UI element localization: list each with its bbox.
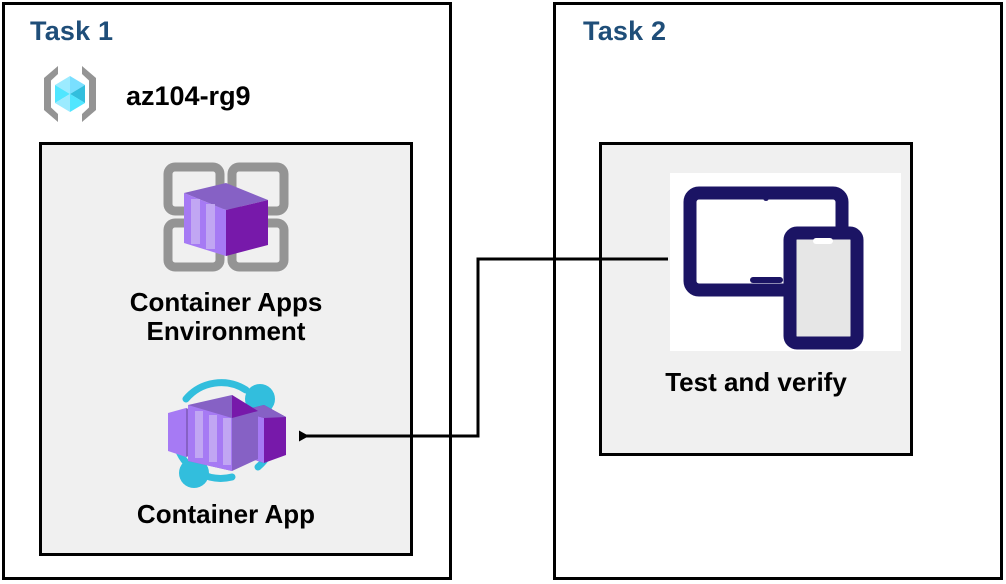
resource-group-name: az104-rg9 — [126, 80, 251, 111]
test-and-verify-label: Test and verify — [665, 367, 847, 397]
node-container-app: Container App — [42, 373, 410, 529]
task-1-resource-panel: Container Apps Environment — [39, 142, 413, 556]
device-icon-tile — [670, 173, 901, 351]
azure-resource-group-icon — [36, 60, 104, 133]
container-app-icon — [42, 373, 410, 496]
task-2-resource-panel: Test and verify — [599, 142, 913, 456]
resource-group-row: az104-rg9 — [36, 62, 366, 130]
container-app-label: Container App — [136, 499, 316, 529]
task-1-title: Task 1 — [30, 16, 114, 46]
devices-tablet-phone-icon — [670, 186, 901, 355]
container-apps-environment-icon — [42, 157, 410, 284]
node-container-apps-environment: Container Apps Environment — [42, 157, 410, 346]
container-apps-environment-label: Container Apps Environment — [129, 287, 323, 347]
task-2-title: Task 2 — [583, 16, 667, 46]
